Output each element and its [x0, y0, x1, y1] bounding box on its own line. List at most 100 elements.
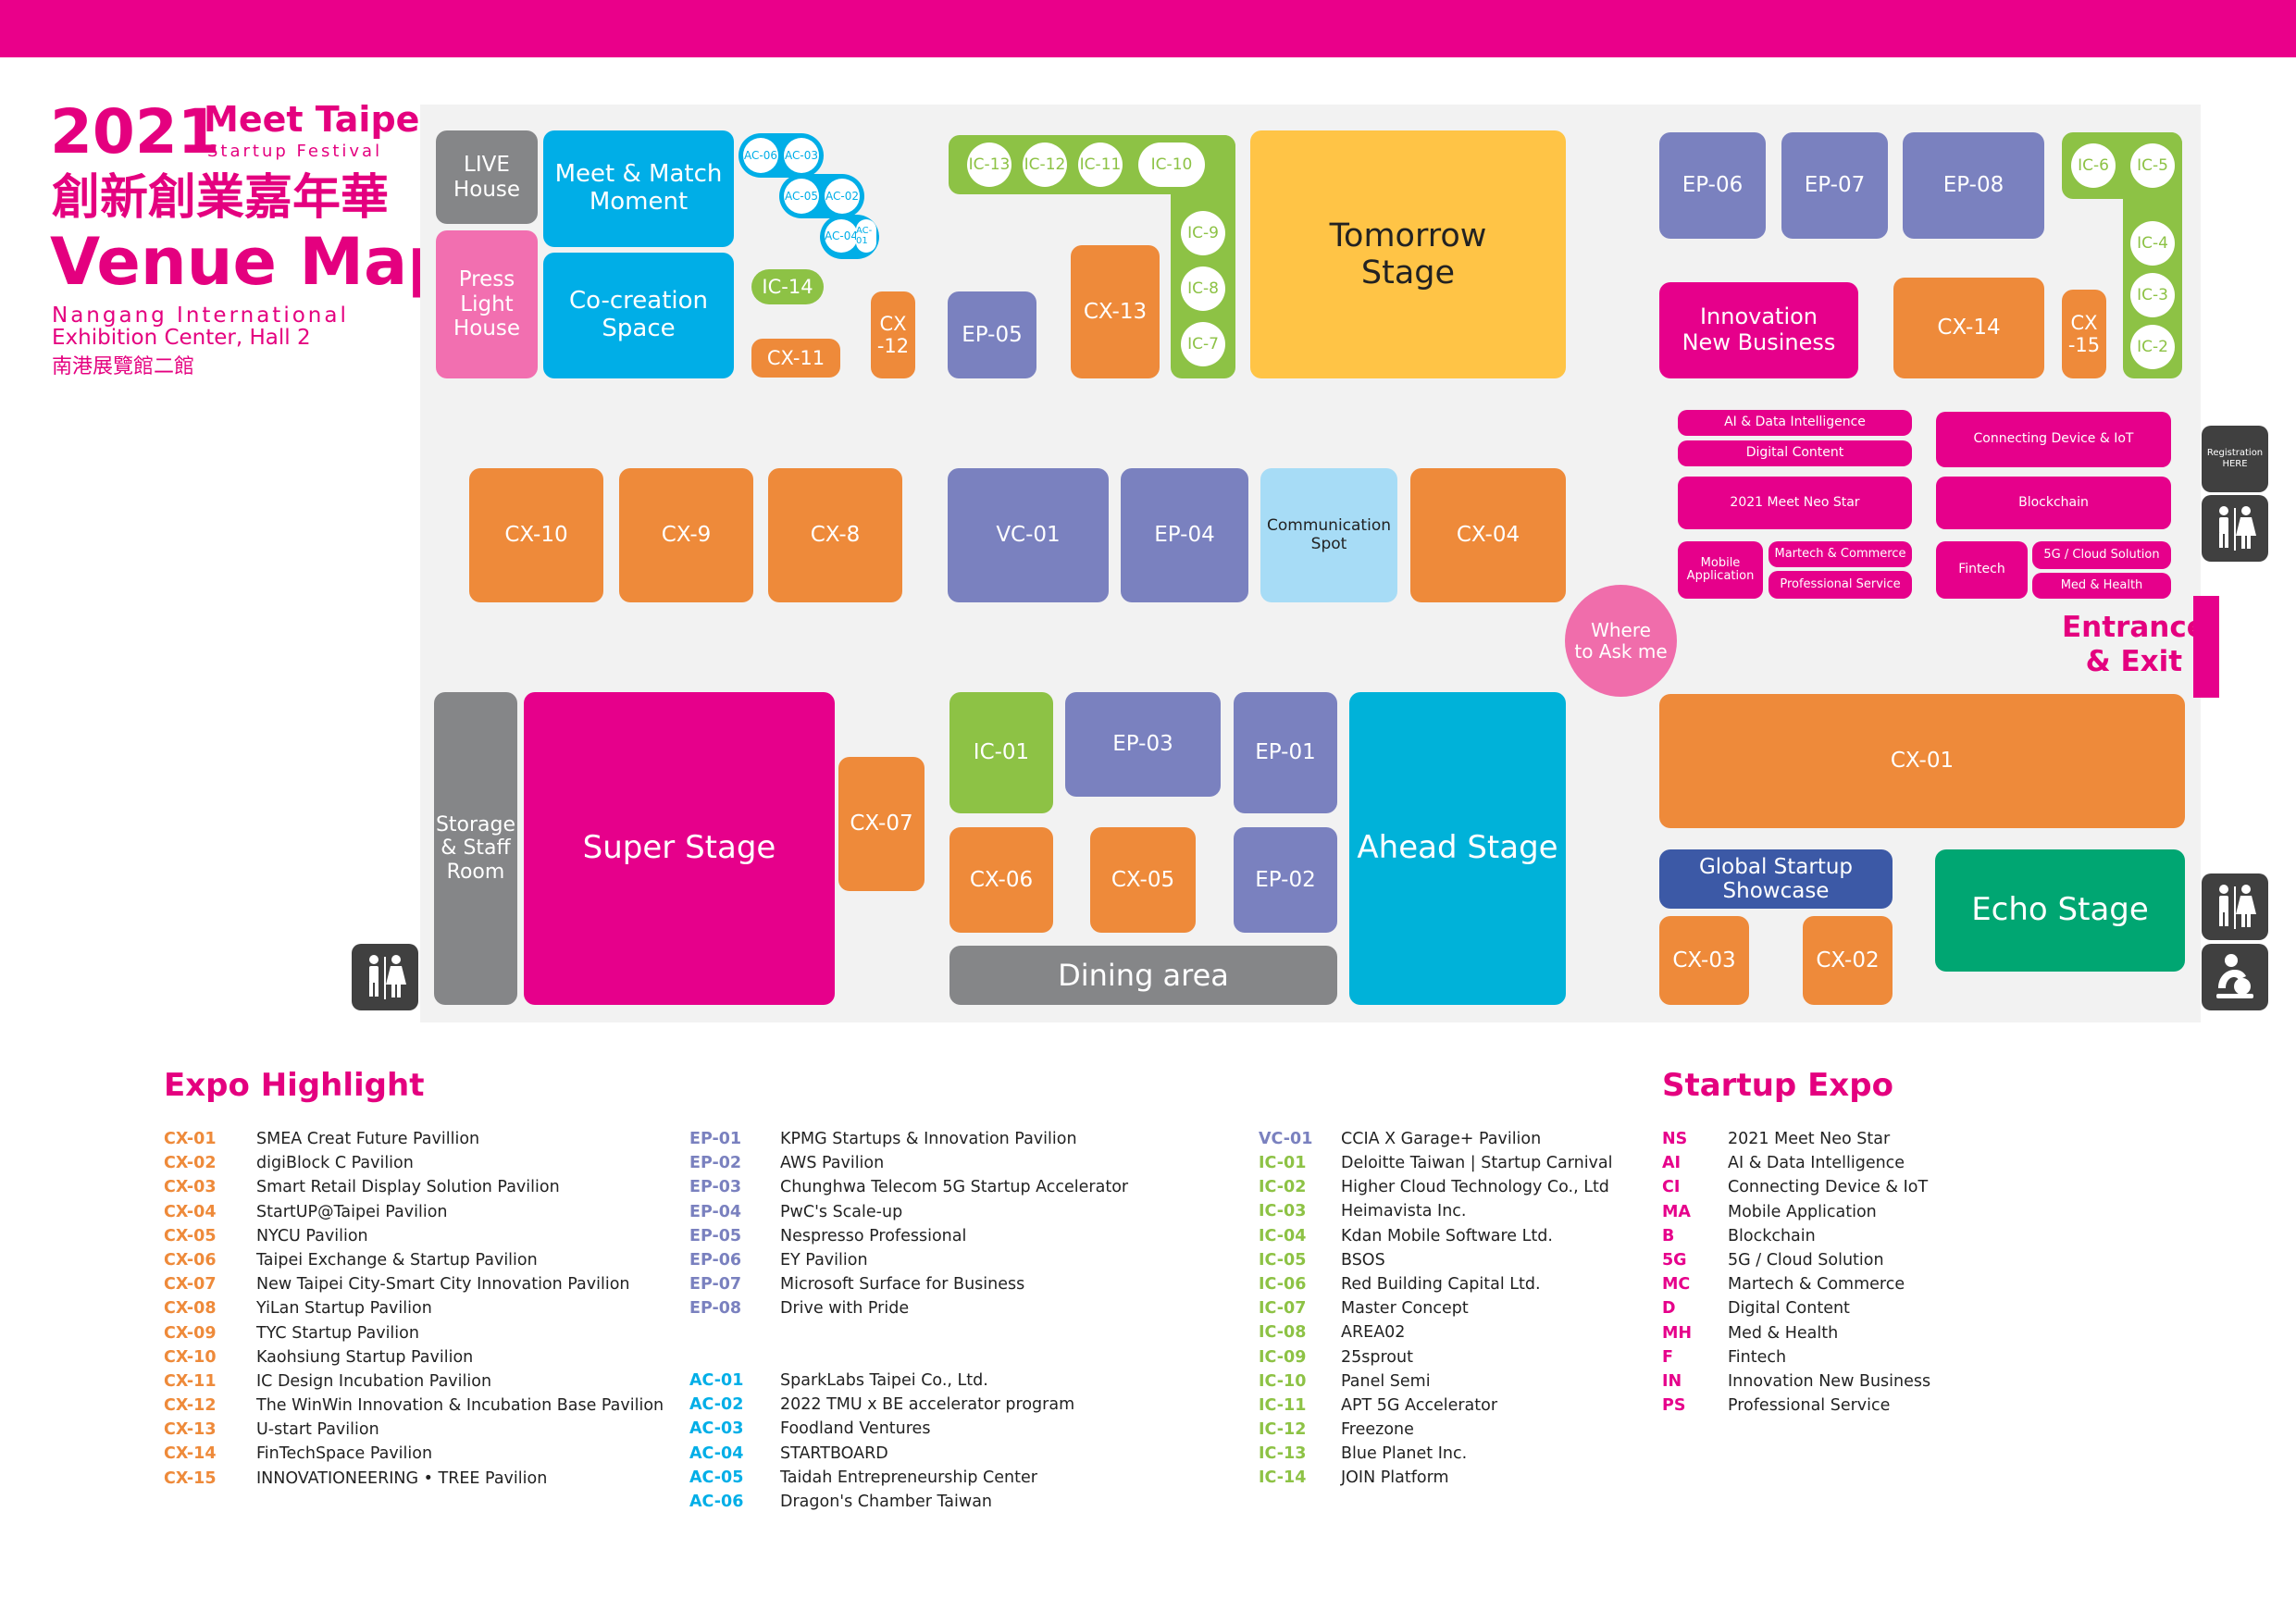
ic-13-spot[interactable]: IC-13 — [967, 142, 1011, 187]
ic-4-spot[interactable]: IC-4 — [2130, 221, 2175, 266]
legend-code: AC-01 — [689, 1371, 744, 1390]
dining-area[interactable]: Dining area — [949, 946, 1337, 1005]
ep-05-booth[interactable]: EP-05 — [948, 291, 1036, 378]
legend-code: CX-08 — [164, 1299, 217, 1319]
ac-02-spot[interactable]: AC-02 — [825, 179, 860, 214]
ac-04-spot[interactable]: AC-04 — [825, 219, 858, 253]
where-to-ask-me[interactable]: Where to Ask me — [1565, 585, 1677, 697]
ic-8-spot[interactable]: IC-8 — [1181, 266, 1225, 311]
zone-mobile-application[interactable]: Mobile Application — [1678, 541, 1763, 599]
cx-10-booth[interactable]: CX-10 — [469, 468, 603, 602]
live-house[interactable]: LIVE House — [436, 130, 538, 224]
ic-6-spot[interactable]: IC-6 — [2071, 143, 2116, 188]
zone-martech-commerce[interactable]: Martech & Commerce — [1769, 541, 1912, 567]
ep-03-booth[interactable]: EP-03 — [1065, 692, 1221, 797]
ep-02-booth[interactable]: EP-02 — [1234, 827, 1337, 933]
vc-01-booth[interactable]: VC-01 — [948, 468, 1109, 602]
entrance-marker[interactable] — [2193, 596, 2219, 698]
ic-2-spot[interactable]: IC-2 — [2130, 325, 2175, 369]
zone-blockchain[interactable]: Blockchain — [1936, 477, 2171, 529]
startup-festival: Startup Festival — [207, 142, 383, 161]
co-creation-space[interactable]: Co-creation Space — [543, 253, 734, 378]
zone-5g-cloud[interactable]: 5G / Cloud Solution — [2032, 541, 2171, 569]
ac-06-spot[interactable]: AC-06 — [743, 138, 778, 173]
cx-12-booth[interactable]: CX -12 — [871, 291, 915, 378]
legend-code: IC-12 — [1259, 1420, 1307, 1440]
communication-spot[interactable]: Communication Spot — [1260, 468, 1397, 602]
ic-14-booth[interactable]: IC-14 — [751, 269, 824, 304]
cx-13-booth[interactable]: CX-13 — [1071, 245, 1160, 378]
cx-06-booth[interactable]: CX-06 — [949, 827, 1053, 933]
startup-expo-title: Startup Expo — [1662, 1067, 1893, 1104]
cx-07-booth[interactable]: CX-07 — [838, 757, 925, 891]
zone-professional-service[interactable]: Professional Service — [1769, 571, 1912, 599]
legend-code: 5G — [1662, 1250, 1687, 1270]
cx-04-booth[interactable]: CX-04 — [1410, 468, 1566, 602]
innovation-new-business[interactable]: Innovation New Business — [1659, 282, 1858, 378]
legend-code: CX-07 — [164, 1275, 217, 1295]
tomorrow-stage[interactable]: Tomorrow Stage — [1250, 130, 1566, 378]
year: 2021 — [50, 96, 220, 167]
legend-code: AI — [1662, 1154, 1682, 1173]
ep-07-booth[interactable]: EP-07 — [1781, 132, 1888, 239]
ic-3-spot[interactable]: IC-3 — [2130, 273, 2175, 317]
ep-06-booth[interactable]: EP-06 — [1659, 132, 1766, 239]
cx-14-booth[interactable]: CX-14 — [1893, 278, 2044, 378]
legend-name: Fintech — [1728, 1347, 1787, 1367]
ic-9-spot[interactable]: IC-9 — [1181, 211, 1225, 255]
venue-map-title: Venue Map — [50, 224, 454, 300]
legend-name: Panel Semi — [1341, 1371, 1431, 1391]
ac-01-spot[interactable]: AC-01 — [856, 219, 876, 253]
ic-5-spot[interactable]: IC-5 — [2130, 143, 2175, 188]
legend-code: PS — [1662, 1396, 1686, 1416]
ep-01-booth[interactable]: EP-01 — [1234, 692, 1337, 813]
zone-digital-content[interactable]: Digital Content — [1678, 440, 1912, 466]
super-stage[interactable]: Super Stage — [524, 692, 835, 1005]
cx-03-booth[interactable]: CX-03 — [1659, 916, 1749, 1005]
ac-05-spot[interactable]: AC-05 — [784, 179, 819, 214]
ep-08-booth[interactable]: EP-08 — [1903, 132, 2044, 239]
echo-stage[interactable]: Echo Stage — [1935, 849, 2185, 972]
zone-ai-data[interactable]: AI & Data Intelligence — [1678, 410, 1912, 436]
legend-name: Digital Content — [1728, 1299, 1850, 1319]
cx-8-booth[interactable]: CX-8 — [768, 468, 902, 602]
ic-12-spot[interactable]: IC-12 — [1023, 142, 1067, 187]
cx-9-booth[interactable]: CX-9 — [619, 468, 753, 602]
zone-connecting-device-iot[interactable]: Connecting Device & IoT — [1936, 412, 2171, 467]
restroom-icon — [352, 944, 418, 1010]
location-chinese: 南港展覽館二館 — [52, 355, 195, 378]
meet-match-moment[interactable]: Meet & Match Moment — [543, 130, 734, 247]
zone-fintech[interactable]: Fintech — [1936, 541, 2028, 599]
cx-11-booth[interactable]: CX-11 — [751, 339, 840, 378]
legend-name: FinTechSpace Pavilion — [256, 1444, 433, 1464]
ic-01-booth[interactable]: IC-01 — [949, 692, 1053, 813]
legend-code: EP-04 — [689, 1202, 742, 1221]
ic-7-spot[interactable]: IC-7 — [1181, 322, 1225, 366]
press-light-house[interactable]: Press Light House — [436, 230, 538, 378]
cx-02-booth[interactable]: CX-02 — [1803, 916, 1893, 1005]
ac-03-spot[interactable]: AC-03 — [784, 138, 819, 173]
nursing-room-icon — [2202, 944, 2268, 1010]
ep-04-booth[interactable]: EP-04 — [1121, 468, 1248, 602]
ic-11-spot[interactable]: IC-11 — [1078, 142, 1123, 187]
ic-10-spot[interactable]: IC-10 — [1138, 142, 1205, 187]
cx-05-booth[interactable]: CX-05 — [1090, 827, 1196, 933]
registration-desk[interactable]: Registration HERE — [2202, 426, 2268, 492]
cx-15-booth[interactable]: CX -15 — [2062, 290, 2106, 378]
zone-meet-neo-star[interactable]: 2021 Meet Neo Star — [1678, 477, 1912, 529]
cx-01-booth[interactable]: CX-01 — [1659, 694, 2185, 828]
global-startup-showcase[interactable]: Global Startup Showcase — [1659, 849, 1893, 909]
legend-name: Taidah Entrepreneurship Center — [780, 1468, 1037, 1487]
ahead-stage[interactable]: Ahead Stage — [1349, 692, 1566, 1005]
storage-staff-room[interactable]: Storage & Staff Room — [434, 692, 517, 1005]
zone-med-health[interactable]: Med & Health — [2032, 573, 2171, 599]
